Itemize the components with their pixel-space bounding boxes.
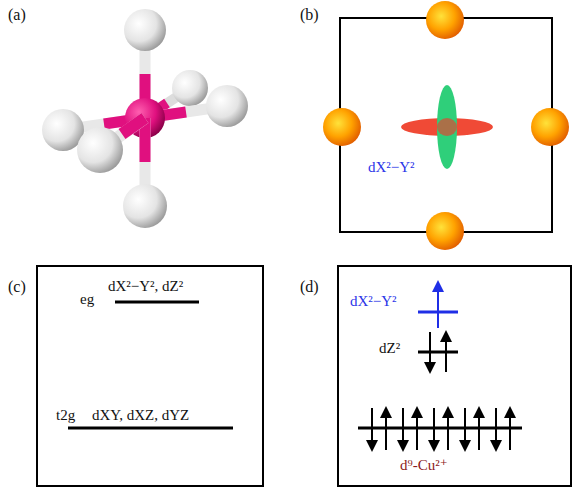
panel-frame: [340, 18, 552, 232]
level-label: t2g: [56, 406, 75, 424]
panel-label: (d): [300, 278, 319, 296]
orbital-label: dX²−Y², dZ²: [108, 277, 183, 295]
panel-frame: [37, 266, 263, 486]
ion-label: d⁹-Cu²⁺: [400, 456, 448, 474]
orbital-label: dX²−Y²: [368, 158, 415, 176]
orbital-label: dZ²: [379, 339, 400, 357]
energy-level: [115, 301, 199, 304]
diagram-panel: (b) dX²−Y²: [297, 0, 576, 250]
level-label: eg: [80, 290, 94, 308]
orbital-lobes: [401, 85, 493, 169]
diagram-panel: (d) dX²−Y² dZ² d⁹-Cu²⁺: [290, 262, 576, 488]
energy-levels: [358, 312, 522, 428]
diagram-panel: (c) eg dX²−Y², dZ² t2g dXY, dXZ, dYZ: [0, 262, 288, 488]
octahedron-model: [42, 9, 248, 228]
panel-frame: [338, 266, 571, 486]
ligand-spheres: [323, 1, 569, 250]
panel-label: (c): [8, 278, 26, 296]
orbital-label: dX²−Y²: [350, 292, 397, 310]
energy-level: [68, 427, 233, 430]
panel-label: (a): [8, 6, 26, 24]
orbital-label: dXY, dXZ, dYZ: [92, 406, 189, 424]
panel-label: (b): [300, 6, 319, 24]
